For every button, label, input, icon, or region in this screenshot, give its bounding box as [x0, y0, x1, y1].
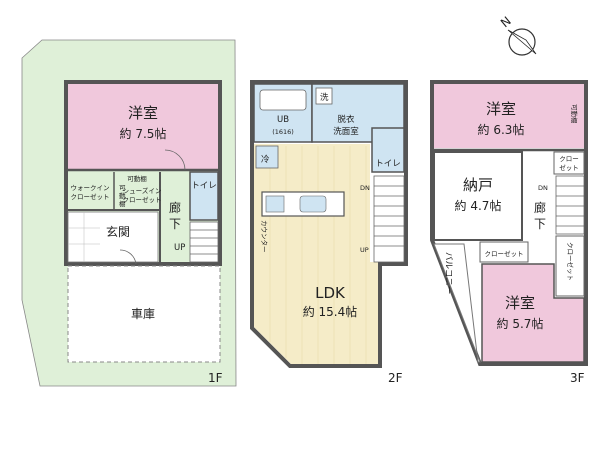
- floor-3f: 洋室 約 6.3帖 可動棚 クロー ゼット 納戸 約 4.7帖 DN 廊 下 ク…: [430, 80, 588, 385]
- toilet-2f: [371, 127, 405, 173]
- garage-label: 車庫: [131, 307, 155, 321]
- closet-a-line2: ゼット: [559, 163, 579, 172]
- fridge-label: 冷: [261, 154, 270, 165]
- room-size-ldk: 約 15.4帖: [303, 304, 358, 319]
- room-name-western-3f-b: 洋室: [505, 294, 535, 312]
- walkin-closet-line1: ウォークイン: [71, 184, 110, 192]
- hallway-3f-b: 下: [534, 217, 546, 231]
- up-2f: UP: [360, 246, 369, 254]
- storage-room-3f: [433, 151, 523, 241]
- hallway-1f-a: 廊: [169, 200, 181, 215]
- room-name-western-3f-a: 洋室: [486, 100, 516, 118]
- dn-2f: DN: [360, 184, 370, 192]
- walkin-closet-line2: クローゼット: [71, 192, 110, 201]
- closet-3f-a: [553, 151, 585, 175]
- fridge-space: [255, 145, 279, 169]
- room-size-western-3f-b: 約 5.7帖: [497, 316, 544, 331]
- shoe-closet-line2: クローゼット: [123, 195, 162, 204]
- toilet-label-2f: トイレ: [375, 159, 401, 169]
- floor-1f: 洋室 約 7.5帖 ウォークイン クローゼット 可動棚 可 動 棚 シューズイン…: [21, 39, 237, 387]
- closet-c-label: クローゼット: [566, 242, 575, 281]
- toilet-1f: [189, 171, 219, 221]
- north-label: N: [498, 14, 514, 30]
- entrance-label: 玄関: [106, 224, 130, 239]
- movable-shelf-small-3: 棚: [119, 199, 126, 208]
- western-room-3f-b: [481, 263, 585, 363]
- entrance-1f: [67, 211, 159, 263]
- movable-shelf-3f: 可動棚: [570, 104, 579, 124]
- door-swing-1f-b: [119, 249, 137, 265]
- room-size-western-3f-a: 約 6.3帖: [478, 122, 525, 137]
- stairs-1f: [189, 221, 219, 263]
- hallway-1f-b: 下: [169, 217, 181, 231]
- room-name-ldk: LDK: [315, 284, 346, 302]
- closet-3f-c: [555, 235, 585, 297]
- balcony-label: バルコニー: [443, 252, 453, 294]
- floor-label-3f: 3F: [570, 371, 585, 385]
- building-outline-1f: [64, 80, 222, 266]
- up-1f: UP: [174, 243, 185, 253]
- hallway-3f-a: 廊: [534, 200, 546, 215]
- dressing-line1: 脱衣: [337, 114, 355, 125]
- western-room-1f: [68, 84, 218, 170]
- shoe-closet-line1: シューズイン: [123, 186, 162, 195]
- movable-shelf-1f: 可動棚: [127, 174, 147, 183]
- room-name-storage: 納戸: [463, 176, 493, 194]
- balcony-3f: [433, 243, 481, 363]
- north-arrow-icon: N: [498, 14, 537, 56]
- toilet-label-1f: トイレ: [191, 181, 217, 191]
- washer-label: 洗: [320, 92, 329, 103]
- movable-shelf-small-2: 動: [119, 191, 126, 200]
- dn-3f: DN: [538, 184, 548, 192]
- stairs-3f: [555, 175, 585, 235]
- room-size-western-1f: 約 7.5帖: [120, 126, 167, 141]
- bath-name: UB: [277, 115, 289, 125]
- building-outline-3f: [430, 80, 588, 366]
- floor-label-1f: 1F: [208, 371, 223, 385]
- counter-label: カウンター: [260, 220, 269, 253]
- bath-size: (1616): [272, 128, 294, 136]
- room-size-storage: 約 4.7帖: [455, 198, 502, 213]
- closet-3f-b: [479, 241, 529, 263]
- garage-1f: [67, 265, 221, 363]
- building-outline-2f: [250, 80, 408, 368]
- floor-label-2f: 2F: [388, 371, 403, 385]
- closet-a-line1: クロー: [559, 155, 579, 163]
- ldk-floor: [254, 144, 378, 364]
- closet-b-label: クローゼット: [485, 249, 524, 258]
- dressing-line2: 洗面室: [333, 126, 359, 137]
- room-name-western-1f: 洋室: [128, 104, 158, 122]
- stairs-2f: [373, 175, 405, 263]
- movable-shelf-small-1: 可: [119, 184, 126, 192]
- western-room-3f-a: [434, 84, 584, 148]
- floor-2f: UB (1616) 洗 脱衣 洗面室 トイレ 冷 DN UP カウンター LDK…: [250, 80, 408, 385]
- door-swing-1f-a: [164, 149, 186, 171]
